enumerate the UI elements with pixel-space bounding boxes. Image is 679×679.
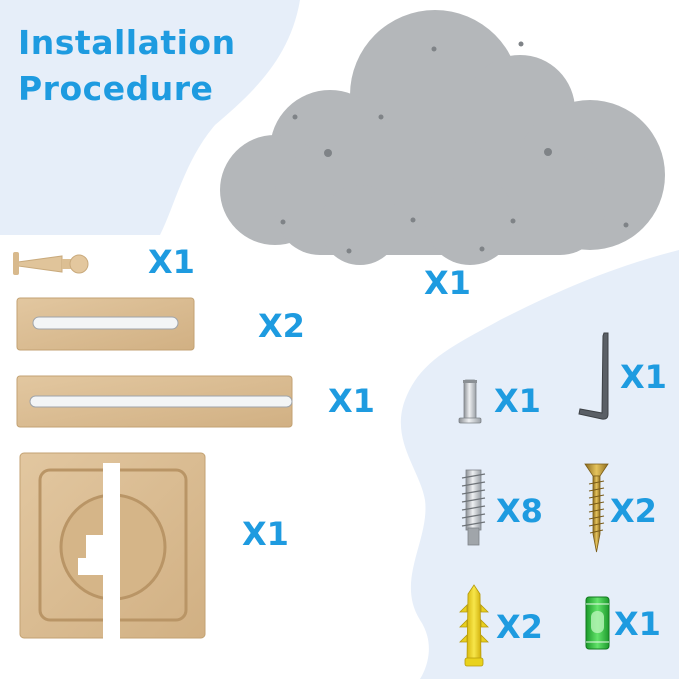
spirit-level-icon xyxy=(585,596,610,650)
wood-frame-icon xyxy=(19,452,206,640)
page-title-line-2: Procedure xyxy=(18,69,214,108)
cloud-shelf-icon xyxy=(220,10,665,265)
expansion-screw-quantity: X8 xyxy=(496,492,543,530)
wall-anchor-quantity: X2 xyxy=(496,608,543,646)
wood-bar-icon xyxy=(16,297,195,351)
wood-frame-quantity: X1 xyxy=(242,515,289,553)
wooden-peg-quantity: X1 xyxy=(148,243,195,281)
expansion-screw-icon xyxy=(461,469,486,546)
spirit-level-quantity: X1 xyxy=(614,605,661,643)
page-title-line-1: Installation xyxy=(18,23,236,62)
hex-key-icon xyxy=(578,332,609,420)
hex-bolt-quantity: X1 xyxy=(494,382,541,420)
wall-anchor-icon xyxy=(459,584,489,667)
long-wood-bar-quantity: X1 xyxy=(328,382,375,420)
wood-screw-quantity: X2 xyxy=(610,492,657,530)
cloud-shelf-quantity: X1 xyxy=(424,264,471,302)
wooden-peg-icon xyxy=(13,252,89,275)
hex-key-quantity: X1 xyxy=(620,358,667,396)
bolt-icon xyxy=(458,379,482,424)
short-wood-bar-quantity: X2 xyxy=(258,307,305,345)
wood-screw-icon xyxy=(584,463,609,553)
wood-bar-icon xyxy=(16,375,293,428)
